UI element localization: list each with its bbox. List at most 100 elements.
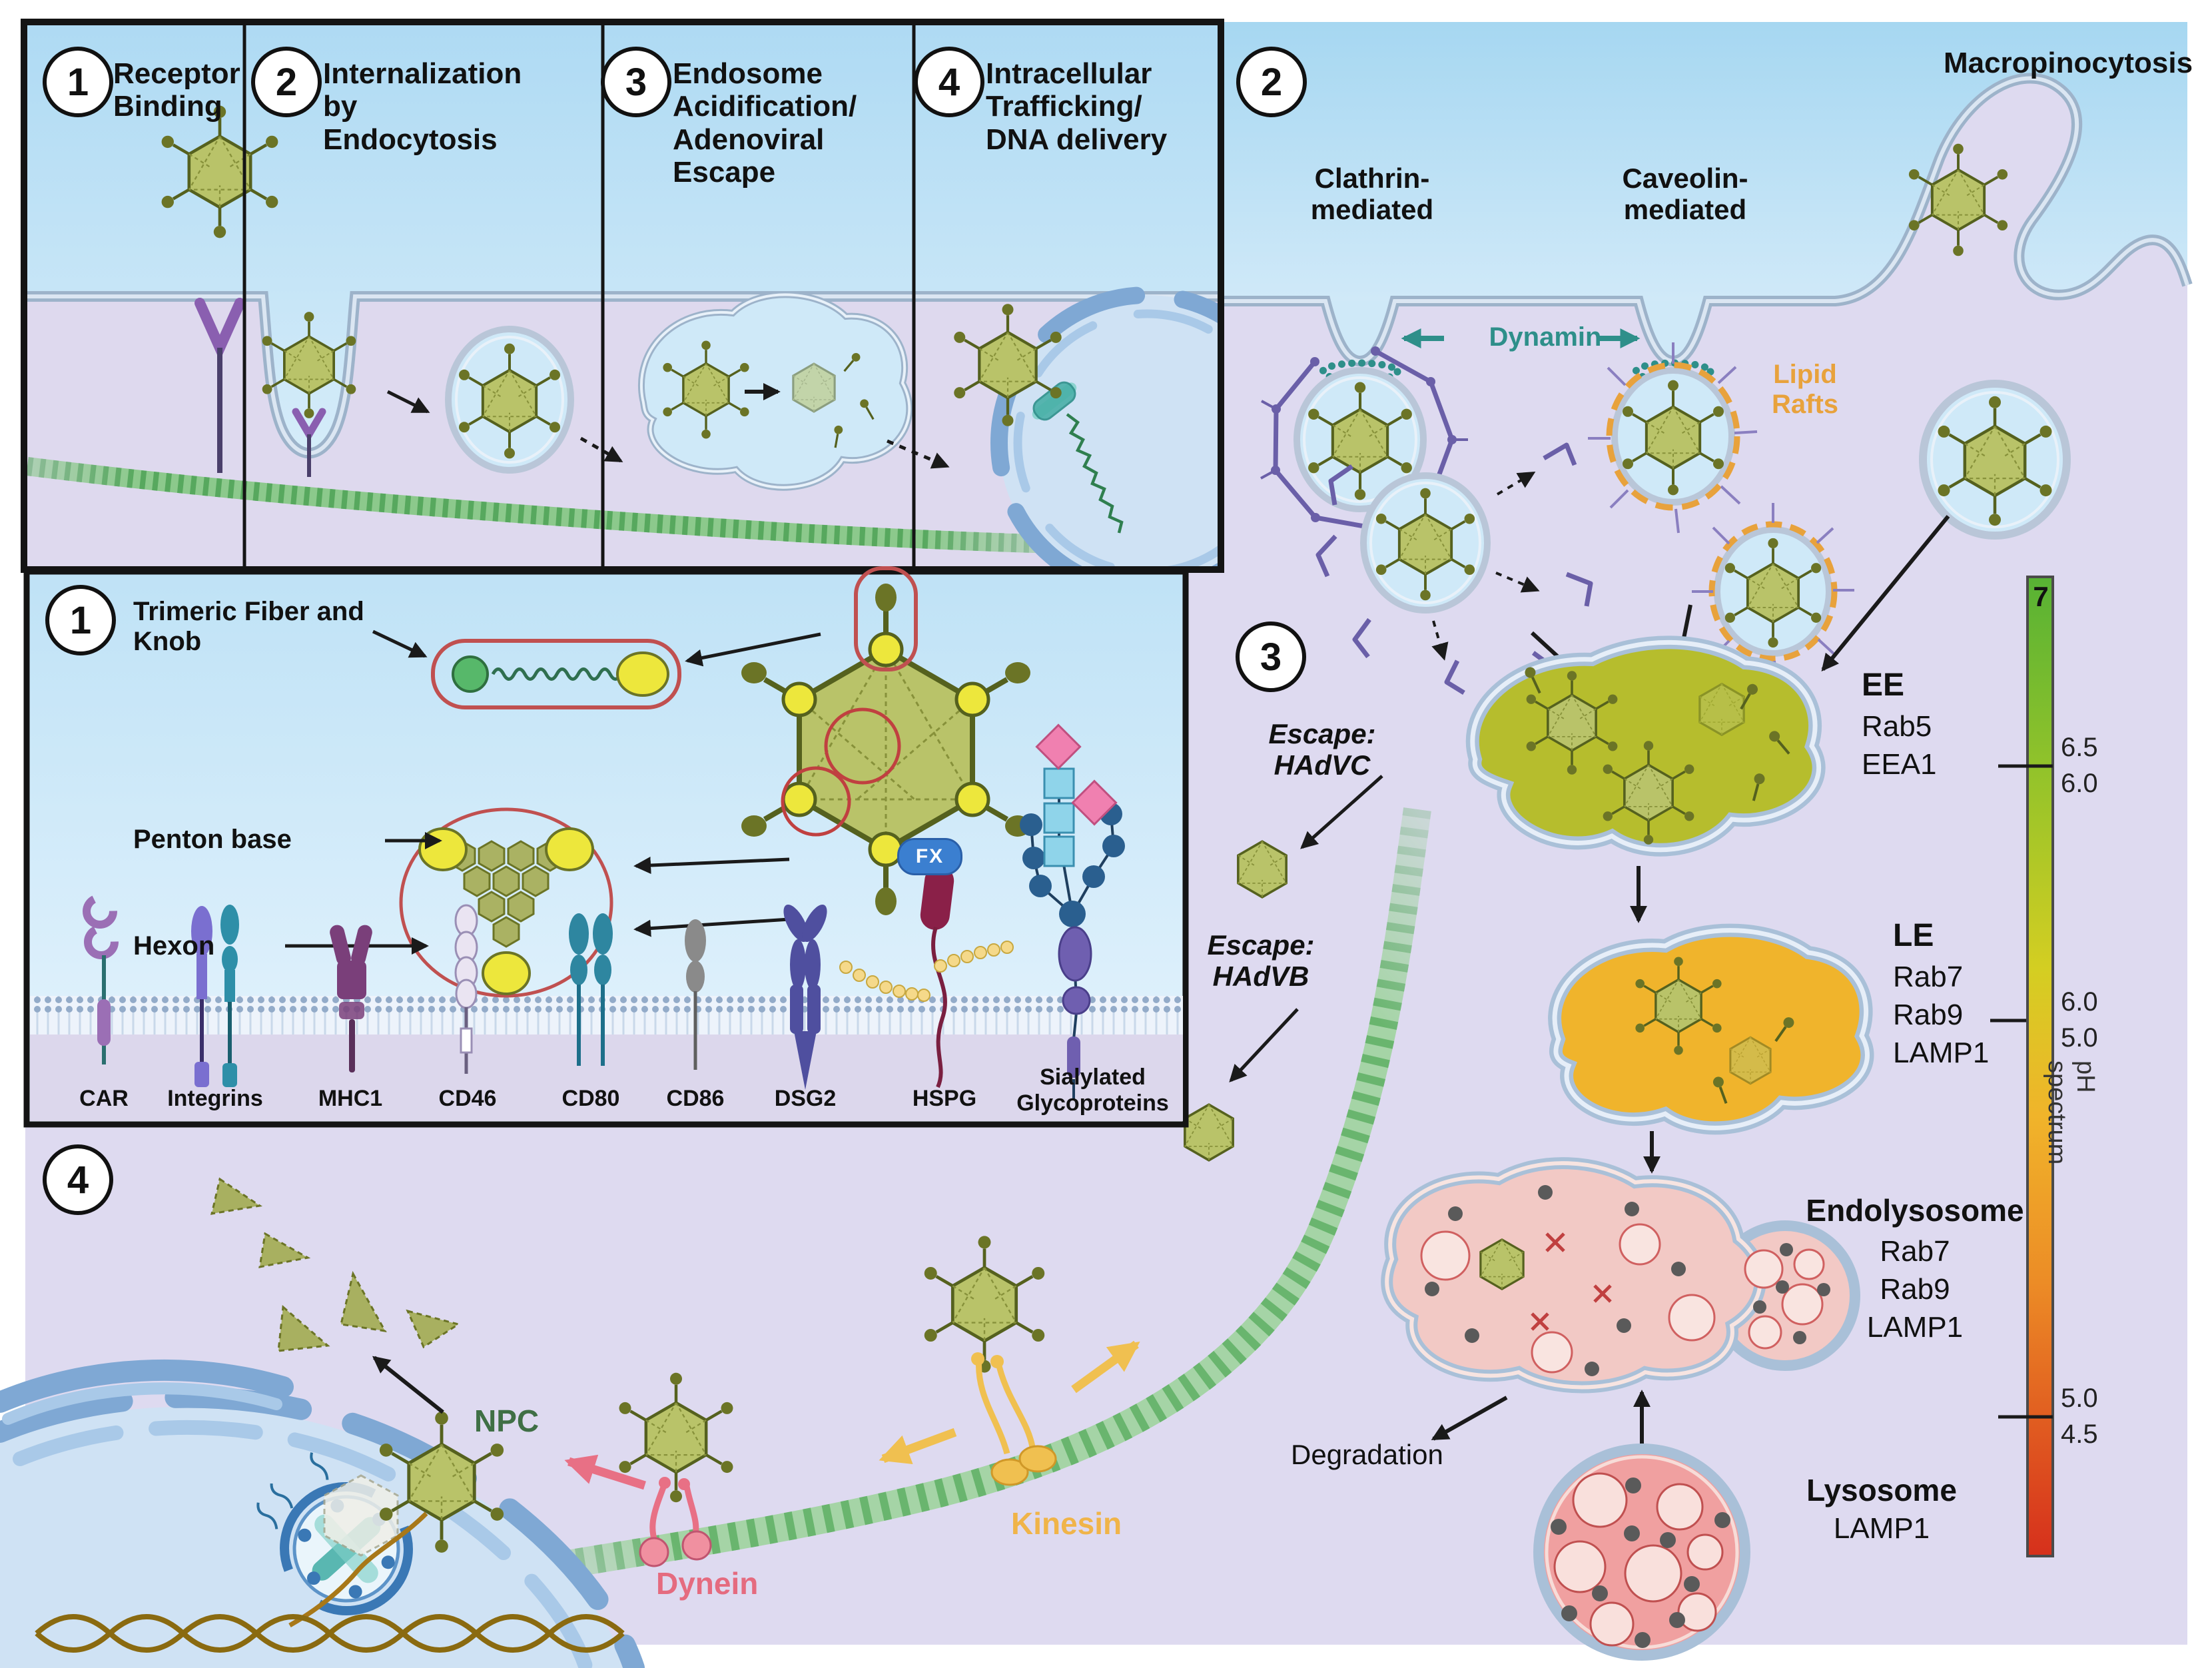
hexon-label: Hexon: [133, 931, 215, 961]
ph-top-value: 7: [2033, 581, 2049, 612]
receptor-label-dsg2: DSG2: [774, 1086, 837, 1111]
penton-base-label: Penton base: [133, 825, 292, 854]
step-1-title: Receptor Binding: [113, 57, 240, 123]
step-4-badge: 4: [914, 47, 984, 117]
ph-tick-50b: 5.0: [2061, 1384, 2098, 1413]
microtubule: [512, 807, 1431, 1587]
caveolin-vesicle: [1588, 342, 1758, 534]
dynein-motor: [619, 1373, 733, 1567]
macropinosome-vesicle: [1919, 380, 2071, 540]
receptor-dsg2-icon: [783, 904, 827, 1090]
receptor-car-icon: [83, 894, 119, 1064]
clathrin-mediated-label: Clathrin-mediated: [1310, 163, 1434, 226]
ph-tick-45: 4.5: [2061, 1420, 2098, 1449]
membrane-ruffle-interior: [1835, 78, 2187, 302]
endolysosome-label: Endolysosome: [1806, 1193, 2024, 1228]
fiber-shaft-icon: [491, 667, 623, 681]
receptor-hspg-icon: [839, 866, 1014, 1088]
receptor-y-icon: [194, 298, 245, 473]
capsid-facet-icon: [399, 807, 613, 998]
dna-helix-icon: [35, 1614, 625, 1653]
step-3-badge: 3: [601, 47, 671, 117]
extracellular-space: [1221, 22, 2187, 361]
receptor-mhc1-icon: [330, 925, 372, 1072]
lysosome-label: Lysosome: [1806, 1473, 1957, 1507]
hexon-highlight-circle: [824, 707, 901, 785]
kinesin-direction-arrow: [1071, 1340, 1140, 1394]
escape-hadvb-label: Escape: HAdVB: [1207, 929, 1315, 993]
receptor-label-mhc1: MHC1: [318, 1086, 383, 1111]
receptor-cd80-icon: [569, 913, 613, 1066]
ph-axis-label: pH spectrum: [2043, 1060, 2099, 1165]
le-label: LE: [1893, 918, 1934, 953]
npc-label: NPC: [474, 1404, 540, 1438]
receptor-cd46-icon: [454, 904, 478, 1074]
kinesin-motor: [924, 1236, 1057, 1486]
dynein-label: Dynein: [656, 1566, 759, 1601]
early-endosome: [1465, 635, 1826, 857]
knob-highlight-frame: [854, 566, 918, 671]
caveolin-mediated-label: Caveolin-mediated: [1622, 163, 1748, 226]
ph-tick-60a: 6.0: [2061, 769, 2098, 798]
lipid-raft-ring-icon: [1606, 362, 1740, 511]
receptor-label-cd80: CD80: [561, 1086, 620, 1111]
factor-x-badge: FX: [897, 838, 962, 875]
panel-nucleus: [990, 286, 1218, 566]
fiber-base-icon: [452, 655, 489, 693]
ph-tick-50a: 5.0: [2061, 1023, 2098, 1052]
receptor-integrins-icon: [191, 905, 239, 1087]
dynein-direction-arrow: [564, 1454, 646, 1490]
capsid-fragments-icon: [210, 1177, 461, 1352]
capsid-section-badge: 1: [45, 585, 116, 655]
retrograde-direction-arrow: [879, 1428, 957, 1464]
empty-capsid-icon: [323, 1474, 399, 1557]
kinesin-label: Kinesin: [1011, 1506, 1122, 1541]
ph-tick-65: 6.5: [2061, 733, 2098, 762]
lipid-raft-vesicle: [1692, 503, 1854, 683]
ee-markers: Rab5 EEA1: [1862, 710, 1937, 781]
escape-hadvc-arrow: [1300, 775, 1383, 849]
endolysosome: [1381, 1157, 1860, 1394]
dynamin-label: Dynamin: [1489, 322, 1602, 352]
viral-dna-entering-icon: [288, 1511, 428, 1628]
heparan-chain-icon: [839, 941, 1014, 1002]
receptor-label-hspg: HSPG: [912, 1086, 977, 1111]
nuclear-section-badge: 4: [43, 1144, 113, 1215]
lysosome-marker: LAMP1: [1833, 1512, 1930, 1545]
capsid-disassembly-arrow: [372, 1356, 444, 1414]
step-2-badge: 2: [251, 47, 322, 117]
step-4-title: Intracellular Trafficking/ DNA delivery: [986, 57, 1168, 156]
receptor-label-integrins: Integrins: [167, 1086, 263, 1111]
macropinocytosis-label: Macropinocytosis: [1943, 47, 2193, 79]
degradation-label: Degradation: [1291, 1439, 1443, 1470]
plasma-membrane: [1221, 73, 2193, 367]
clathrin-coated-vesicle: [1260, 346, 1468, 533]
nuclear-pore-complex-icon: [1032, 381, 1077, 421]
step-3-title: Endosome Acidification/ Adenoviral Escap…: [673, 57, 857, 189]
lysosome: [1533, 1444, 1750, 1661]
microtubule-band-icon: [27, 457, 1106, 554]
le-markers: Rab7 Rab9 LAMP1: [1893, 961, 1990, 1070]
escape-hadvb-arrow: [1229, 1008, 1299, 1082]
receptor-label-sialylated: Sialylated Glycoproteins: [1016, 1064, 1169, 1116]
receptor-label-car: CAR: [79, 1086, 129, 1111]
penton-highlight-circle: [781, 766, 851, 837]
late-endosome: [1548, 923, 1874, 1135]
degradation-arrow: [1431, 1396, 1508, 1441]
receptor-cd86-icon: [685, 919, 706, 1070]
maturation-section-badge: 3: [1236, 622, 1306, 692]
lipid-bilayer-icon: [30, 996, 1183, 1035]
trimeric-fiber-label: Trimeric Fiber and Knob: [133, 597, 364, 656]
receptor-label-cd86: CD86: [666, 1086, 725, 1111]
adenovirus-structure-icon: [741, 566, 1030, 915]
receptor-label-cd46: CD46: [438, 1086, 497, 1111]
fiber-knob-icon: [616, 651, 669, 697]
viral-dna-icon: [1066, 413, 1124, 534]
uncoating-vesicle: [1315, 442, 1593, 695]
capsid-detail-box: [23, 566, 1189, 1128]
step-1-badge: 1: [43, 47, 113, 117]
caveolin-spikes-icon: [1588, 342, 1758, 534]
acidifying-endosome: [638, 291, 913, 491]
entry-section-badge: 2: [1236, 47, 1307, 117]
